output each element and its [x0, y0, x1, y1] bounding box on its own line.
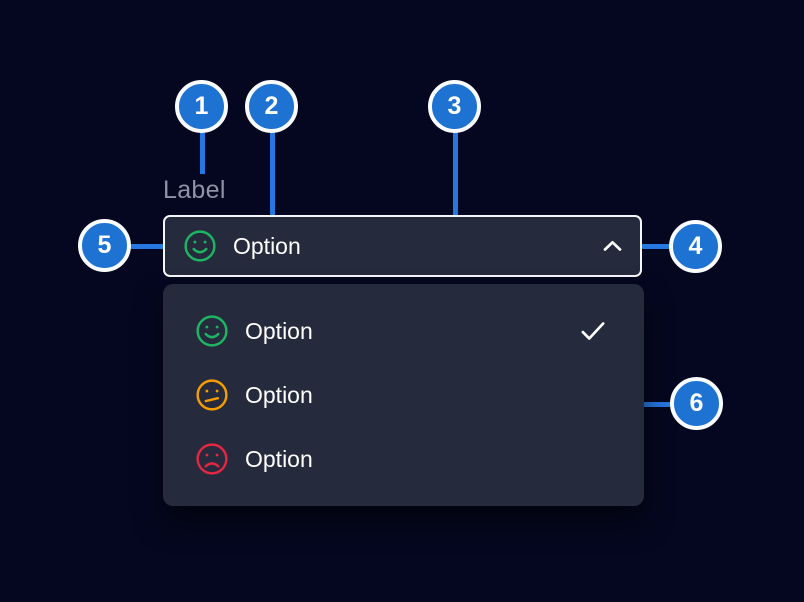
select-dropdown-list: Option Option Option — [163, 284, 644, 506]
callout-marker-1: 1 — [175, 80, 228, 133]
callout-marker-2: 2 — [245, 80, 298, 133]
list-item-label: Option — [245, 317, 313, 344]
list-item-neutral[interactable]: Option — [163, 363, 644, 427]
checkmark-icon — [578, 316, 608, 346]
callout-marker-3: 3 — [428, 80, 481, 133]
select-control[interactable]: Option — [163, 215, 642, 277]
list-item-happy[interactable]: Option — [163, 299, 644, 363]
list-item-label: Option — [245, 445, 313, 472]
select-label: Label — [163, 176, 226, 204]
callout-line-1 — [200, 132, 205, 174]
callout-marker-6: 6 — [670, 377, 723, 430]
happy-face-icon — [184, 230, 216, 262]
callout-line-3 — [453, 132, 458, 244]
happy-face-icon — [196, 315, 228, 347]
callout-line-2 — [270, 132, 275, 230]
chevron-up-icon — [603, 240, 622, 252]
neutral-face-icon — [196, 379, 228, 411]
callout-line-5 — [129, 244, 164, 249]
callout-marker-5: 5 — [78, 219, 131, 272]
sad-face-icon — [196, 443, 228, 475]
callout-line-6 — [641, 402, 672, 407]
callout-line-4 — [641, 244, 671, 249]
callout-marker-4: 4 — [669, 220, 722, 273]
select-value: Option — [233, 232, 301, 259]
list-item-label: Option — [245, 381, 313, 408]
list-item-sad[interactable]: Option — [163, 427, 644, 491]
